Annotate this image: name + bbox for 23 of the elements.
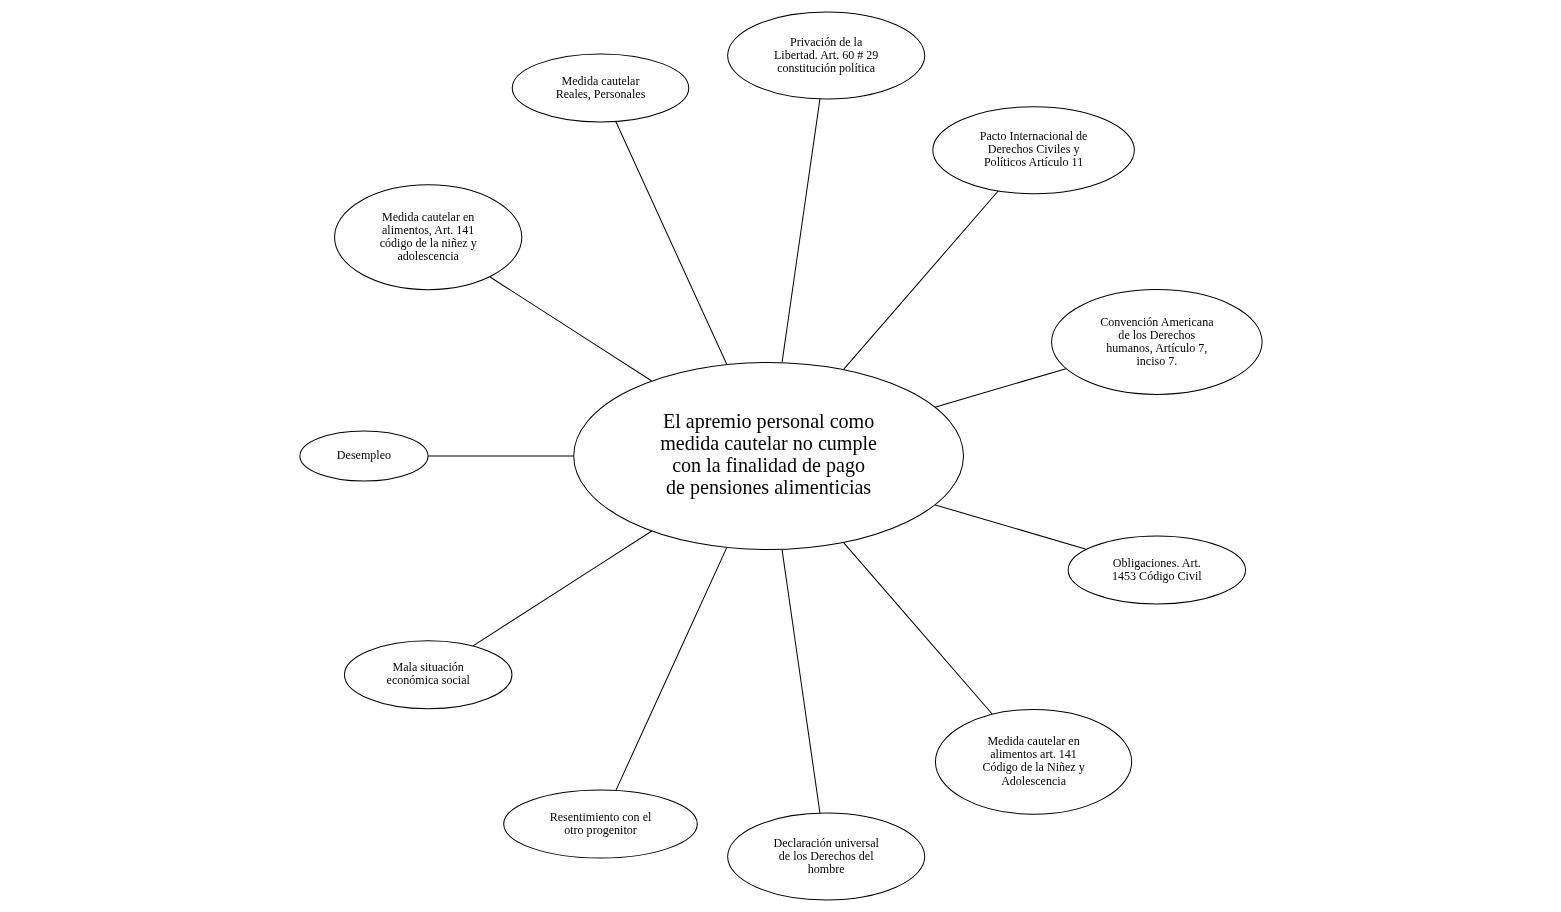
connector <box>842 190 999 370</box>
connector <box>427 455 574 457</box>
node-ellipse: El apremio personal como medida cautelar no cumple con la finalidad de pago de pensiones alimenticias <box>572 361 964 551</box>
connector <box>615 547 727 791</box>
connector <box>614 121 727 365</box>
connector <box>489 276 652 382</box>
node-ellipse: Pacto Internacional de Derechos Civiles y Políticos Artículo 11 <box>931 106 1135 195</box>
node-ellipse: Obligaciones. Art. 1453 Código Civil <box>1067 535 1246 605</box>
node-ellipse: Convención Americana de los Derechos humanos, Artículo 7, inciso 7. <box>1050 289 1263 395</box>
node-ellipse: Resentimiento con el otro progenitor <box>502 789 698 859</box>
connector <box>842 542 993 715</box>
connector <box>781 98 820 363</box>
node-ellipse: Desempleo <box>298 430 429 482</box>
node-ellipse: Medida cautelar en alimentos, Art. 141 código de la niñez y adolescencia <box>333 184 522 291</box>
connector <box>933 368 1066 408</box>
connector <box>472 530 652 647</box>
connector <box>934 504 1087 550</box>
node-ellipse: Privación de la Libertad. Art. 60 # 29 constitución política <box>726 11 925 100</box>
connector <box>781 549 820 814</box>
node-ellipse: Declaración universal de los Derechos del hombre <box>726 812 925 901</box>
node-ellipse: Medida cautelar Reales, Personales <box>511 53 689 123</box>
node-ellipse: Medida cautelar en alimentos art. 141 Código de la Niñez y Adolescencia <box>934 708 1132 815</box>
node-ellipse: Mala situación económica social <box>343 640 512 710</box>
